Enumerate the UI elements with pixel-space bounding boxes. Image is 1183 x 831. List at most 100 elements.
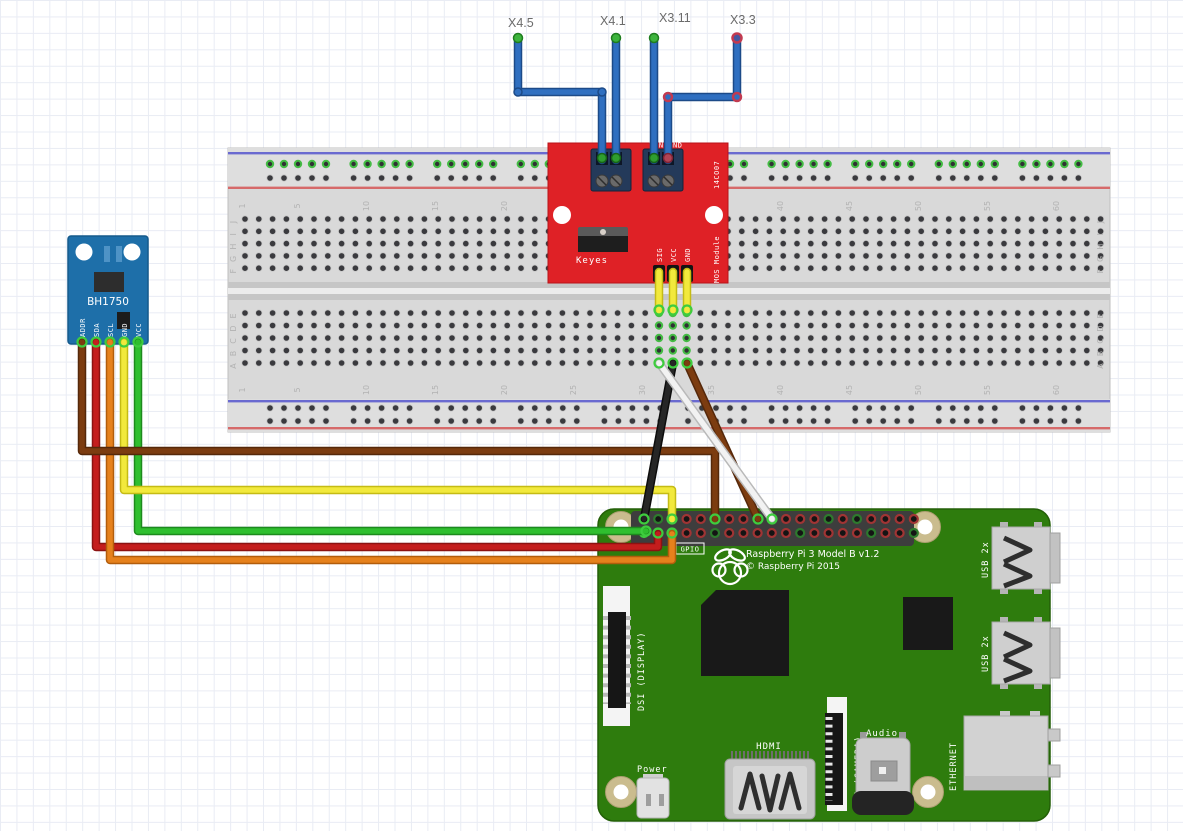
bh1750-component — [117, 312, 130, 329]
green-ring — [104, 336, 116, 348]
wire-sda-red[interactable] — [90, 336, 664, 552]
breadboard-coordinate-label: 30 — [638, 385, 647, 395]
wire-breadboard-white[interactable] — [653, 357, 778, 525]
gpio-pin[interactable] — [908, 513, 919, 525]
red-dot — [731, 32, 743, 44]
dsi-display-connector — [603, 586, 631, 726]
audio-label: Audio — [866, 729, 898, 739]
breadboard-coordinate-label: B — [229, 351, 238, 357]
power-label: Power — [637, 765, 668, 775]
mos-mounting-hole — [705, 206, 723, 224]
breadboard-coordinate-label: 15 — [431, 385, 440, 395]
gpio-pin[interactable] — [681, 527, 692, 539]
gpio-pin[interactable] — [809, 527, 820, 539]
gpio-pin[interactable] — [866, 527, 877, 539]
gpio-pin[interactable] — [709, 527, 721, 539]
net-label-x3-11: X3.11 — [659, 11, 691, 25]
gpio-pin[interactable] — [724, 513, 735, 525]
wire-breadboard-brown[interactable] — [681, 357, 764, 525]
gpio-pin[interactable] — [809, 513, 820, 525]
gpio-pin[interactable] — [837, 513, 848, 525]
breadboard-coordinate-label: 5 — [293, 387, 302, 392]
raspberry-pi-board[interactable]: GPIO Raspberry Pi 3 Model B v1.2 © Raspb… — [597, 508, 1061, 822]
hdmi-port — [724, 751, 816, 820]
wire-x4-1[interactable] — [610, 32, 622, 165]
gpio-pin[interactable] — [780, 527, 792, 539]
wire-vcc-green[interactable] — [132, 336, 652, 537]
bh1750-mounting-hole — [123, 243, 141, 261]
wire-breadboard-black[interactable] — [638, 357, 679, 525]
pin-label: VCC — [670, 248, 678, 262]
gpio-pin[interactable] — [894, 513, 905, 525]
gpio-pin[interactable] — [837, 527, 848, 539]
gpio-pin[interactable] — [880, 527, 891, 539]
terminal-block-vin-gnd[interactable] — [642, 148, 684, 192]
gpio-pin[interactable] — [724, 527, 735, 539]
gpio-pin[interactable] — [653, 513, 664, 525]
gpio-pin[interactable] — [738, 513, 749, 525]
gpio-pin[interactable] — [795, 527, 806, 539]
gpio-pin[interactable] — [866, 513, 877, 525]
gpio-pin[interactable] — [851, 513, 863, 525]
mos-module-pcb[interactable] — [547, 142, 729, 284]
bottom-rail-red-line — [228, 427, 1110, 430]
green-dot — [610, 32, 622, 44]
bh1750-sensor-chip — [94, 272, 124, 292]
breadboard-coordinate-label: D — [229, 325, 238, 331]
wire-x3-11[interactable] — [648, 32, 660, 165]
pin-label: VCC — [135, 323, 143, 337]
gpio-pin[interactable] — [766, 527, 777, 539]
green-ring — [681, 357, 693, 369]
breadboard-coordinate-label: H — [1096, 244, 1105, 250]
green-ring — [640, 525, 652, 537]
green-ring — [667, 304, 679, 316]
gpio-pin[interactable] — [695, 513, 706, 525]
breadboard-coordinate-label: 35 — [707, 385, 716, 395]
wire-x4-5[interactable] — [512, 32, 608, 165]
wire-gnd-yellow[interactable] — [118, 336, 678, 525]
ethernet-label: ETHERNET — [949, 742, 959, 791]
lan-chip — [903, 597, 953, 650]
terminal-block-output[interactable] — [590, 148, 632, 192]
bh1750-slot — [116, 246, 122, 262]
power-port — [636, 774, 670, 819]
breadboard-coordinate-label: G — [229, 256, 238, 262]
green-ring — [667, 357, 679, 369]
green-ring — [666, 527, 678, 539]
gpio-pin[interactable] — [851, 527, 863, 539]
pin-label: SIG — [656, 248, 664, 262]
breadboard-coordinate-label: 50 — [914, 201, 923, 211]
gpio-pin[interactable] — [908, 527, 919, 539]
breadboard-coordinate-label: C — [229, 338, 238, 344]
bh1750-name-label: BH1750 — [87, 296, 129, 308]
hdmi-label: HDMI — [756, 742, 782, 752]
wires-layer[interactable] — [76, 32, 778, 565]
gpio-pin[interactable] — [823, 513, 834, 525]
wire-x3-3[interactable] — [662, 32, 743, 165]
wire-addr-brown[interactable] — [76, 336, 721, 525]
bh1750-mounting-hole — [75, 243, 93, 261]
gpio-pin[interactable] — [823, 527, 834, 539]
module-pin-gnd[interactable] — [681, 267, 693, 316]
module-pin-sig[interactable] — [653, 267, 665, 316]
gpio-pin[interactable] — [880, 513, 891, 525]
green-ring — [766, 513, 778, 525]
gpio-pin[interactable] — [795, 513, 806, 525]
breadboard-coordinate-label: 1 — [238, 387, 247, 392]
module-pin-vcc[interactable] — [667, 267, 679, 316]
gpio-pin[interactable] — [894, 527, 905, 539]
net-label-x4-5: X4.5 — [508, 16, 534, 30]
gpio-pin[interactable] — [780, 513, 792, 525]
green-cap — [610, 152, 622, 164]
green-ring — [638, 513, 650, 525]
gpio-pin[interactable] — [695, 527, 706, 539]
pin-label: ADDR — [79, 318, 87, 337]
gpio-pin[interactable] — [752, 527, 763, 539]
breadboard-coordinate-label: A — [1096, 363, 1105, 369]
gpio-pin[interactable] — [738, 527, 749, 539]
gpio-pin[interactable] — [681, 513, 692, 525]
